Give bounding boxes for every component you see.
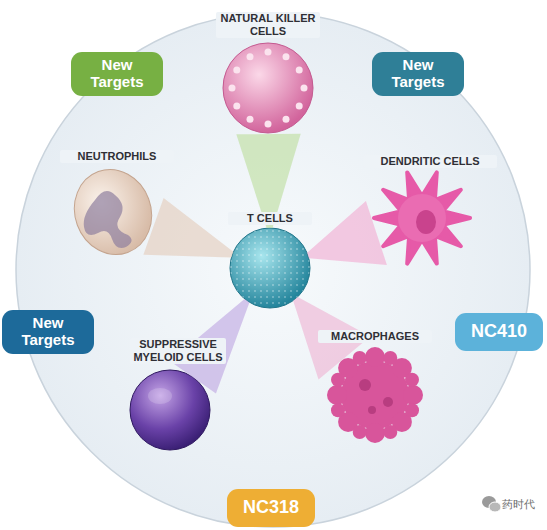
cell-node: T CELLS: [230, 228, 310, 308]
badge-label: New Targets: [12, 315, 84, 348]
target-badge: New Targets: [71, 52, 163, 96]
target-badge: NC318: [227, 489, 315, 527]
cell-node: SUPPRESSIVE MYELOID CELLS: [130, 370, 210, 450]
cell-label: NATURAL KILLER CELLS: [216, 12, 320, 38]
cell-node: NEUTROPHILS: [70, 169, 156, 255]
cell-label: DENDRITIC CELLS: [363, 155, 497, 168]
t-cell: [230, 228, 310, 308]
suppressive-myeloid-cell: [130, 370, 210, 450]
background-circle: [16, 13, 530, 527]
badge-label: NC410: [471, 322, 527, 342]
wechat-icon: [482, 496, 501, 512]
target-badge: New Targets: [2, 310, 94, 354]
target-badge: NC410: [455, 313, 543, 351]
badge-label: NC318: [243, 498, 299, 518]
badge-label: New Targets: [382, 57, 454, 90]
watermark: 药时代: [502, 497, 535, 512]
dendritic-cell: [374, 172, 470, 263]
beam-shape: [307, 201, 387, 265]
cell-label: MACROPHAGES: [318, 330, 432, 343]
cell-label: NEUTROPHILS: [60, 150, 174, 163]
cell-node: DENDRITIC CELLS: [374, 170, 470, 266]
cell-node: MACROPHAGES: [327, 347, 423, 443]
cell-node: NATURAL KILLER CELLS: [222, 42, 314, 134]
target-badge: New Targets: [372, 52, 464, 96]
beam-connector: [307, 201, 387, 265]
cell-label: SUPPRESSIVE MYELOID CELLS: [130, 338, 226, 364]
nk-cell: [223, 43, 313, 133]
badge-label: New Targets: [81, 57, 153, 90]
cell-label: T CELLS: [228, 212, 312, 225]
macrophage-cell: [327, 347, 423, 443]
beam-shape: [143, 198, 233, 257]
beam-connector: [143, 198, 233, 257]
